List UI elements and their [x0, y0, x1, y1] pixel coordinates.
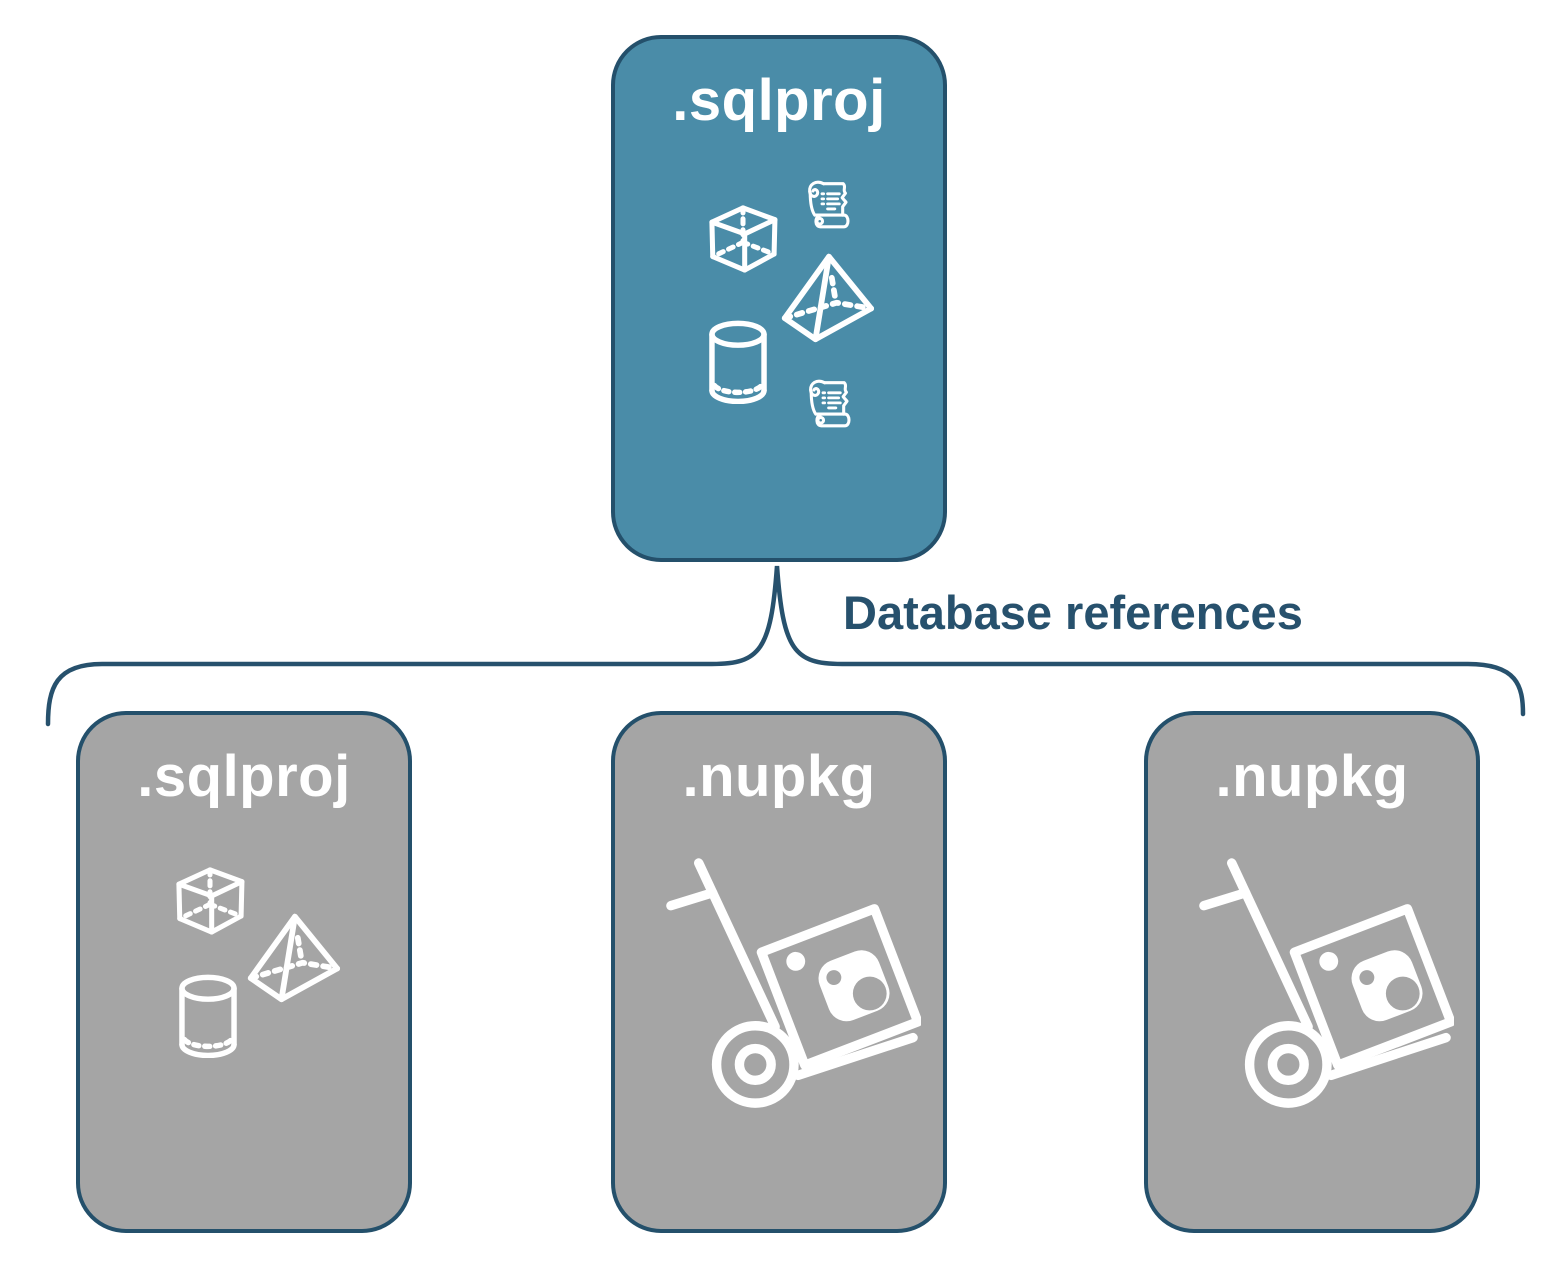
brace-connector [45, 565, 1526, 727]
node-child-nupkg-1: .nupkg [611, 711, 947, 1233]
connector-label: Database references [843, 586, 1303, 639]
script-scroll-icon [799, 176, 855, 234]
node-child-sqlproj: .sqlproj [76, 711, 412, 1233]
cylinder-icon [172, 974, 244, 1058]
handtruck-package-icon [663, 858, 921, 1126]
node-child-label: .nupkg [1215, 744, 1409, 809]
node-root-sqlproj: .sqlproj [611, 35, 947, 562]
node-child-nupkg-2: .nupkg [1144, 711, 1480, 1233]
cylinder-icon [702, 320, 774, 404]
node-root-label: .sqlproj [672, 68, 886, 133]
cube-icon [166, 864, 254, 948]
cube-icon [699, 202, 787, 286]
node-child-label: .sqlproj [137, 744, 351, 809]
script-scroll-icon [800, 374, 856, 434]
node-child-label: .nupkg [682, 744, 876, 809]
handtruck-package-icon [1196, 858, 1454, 1126]
pyramid-icon [242, 909, 344, 1005]
pyramid-icon [776, 249, 878, 345]
